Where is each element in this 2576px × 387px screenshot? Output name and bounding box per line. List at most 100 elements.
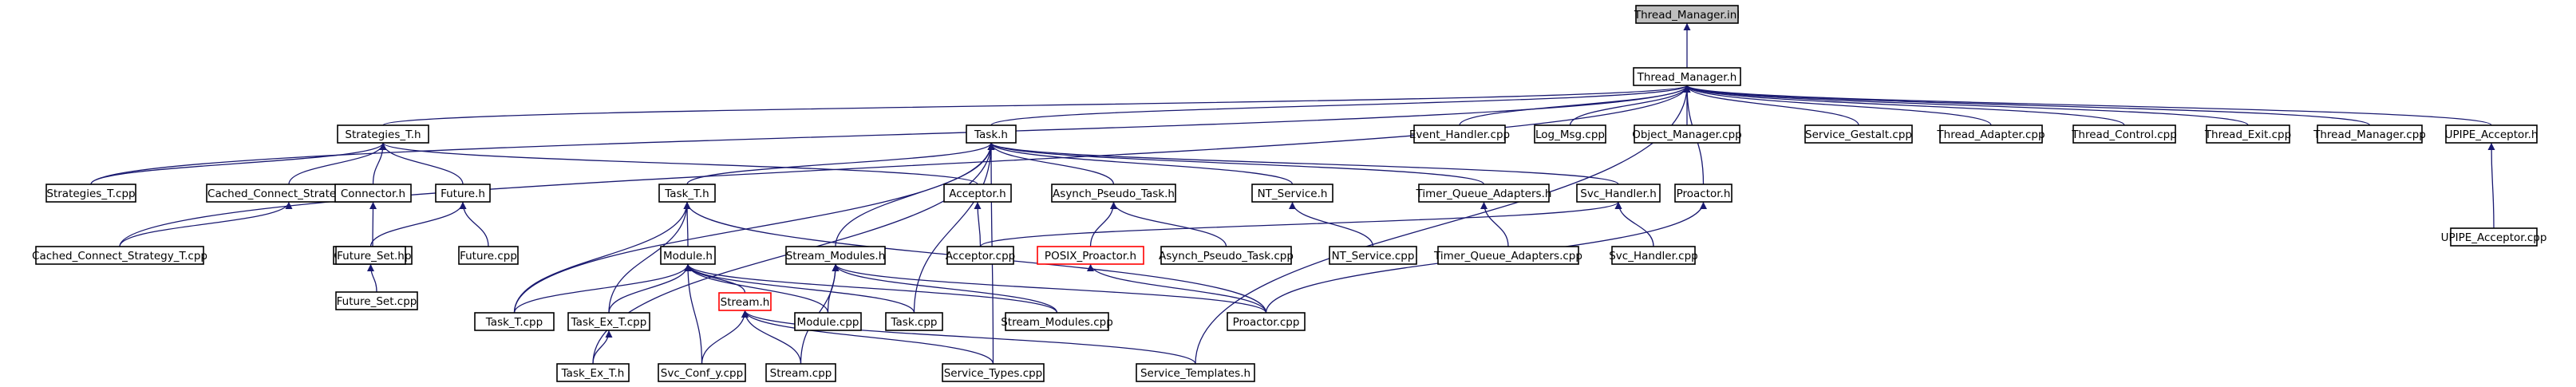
file-node-box	[45, 184, 136, 203]
file-node-box	[718, 292, 772, 311]
file-node-box	[2206, 124, 2290, 144]
include-edge	[684, 263, 915, 314]
file-node[interactable]: Strategies_T.cpp	[45, 184, 136, 203]
include-edge	[379, 142, 464, 185]
file-node-box	[556, 363, 630, 382]
include-edge	[686, 142, 995, 185]
file-node-label: Task_T.cpp	[485, 316, 543, 329]
file-node[interactable]: Service_Templates.h	[1136, 363, 1255, 382]
file-node[interactable]: Log_Msg.cpp	[1534, 124, 1606, 144]
file-node[interactable]: Asynch_Pseudo_Task.cpp	[1159, 246, 1294, 265]
file-node[interactable]: Strategies_T.h	[337, 124, 429, 144]
file-node[interactable]: Thread_Manager.cpp	[2313, 124, 2426, 144]
file-node-box	[1634, 124, 1740, 144]
file-node[interactable]: Acceptor.cpp	[946, 246, 1015, 265]
file-node[interactable]: UPIPE_Acceptor.cpp	[2441, 227, 2547, 247]
file-node[interactable]: Future_Set.h	[335, 246, 406, 265]
file-node-label: Strategies_T.h	[345, 128, 421, 141]
file-node[interactable]: Task_T.cpp	[474, 312, 555, 331]
file-node[interactable]: Cached_Connect_Strategy_T.cpp	[32, 246, 207, 265]
include-edge	[684, 263, 1058, 314]
file-node[interactable]: Future.cpp	[458, 246, 519, 265]
file-node[interactable]: Proactor.cpp	[1227, 312, 1306, 331]
file-node[interactable]: Svc_Handler.cpp	[1609, 246, 1698, 265]
include-edge	[913, 142, 995, 314]
file-node-box	[1051, 184, 1176, 203]
file-node[interactable]: Cached_Connect_Strategy_T.h	[206, 184, 372, 203]
file-node-box	[1939, 124, 2043, 144]
file-node[interactable]: Task.h	[966, 124, 1017, 144]
file-node[interactable]: Object_Manager.cpp	[1632, 124, 1742, 144]
file-node-label: Object_Manager.cpp	[1632, 128, 1742, 141]
file-node-box	[966, 124, 1017, 144]
file-node[interactable]: Event_Handler.cpp	[1409, 124, 1510, 144]
file-node[interactable]: Task_T.h	[658, 184, 716, 203]
file-node[interactable]: Stream_Modules.cpp	[1001, 312, 1113, 331]
file-node-label: Log_Msg.cpp	[1535, 128, 1605, 141]
node-layer: Thread_Manager.inlThread_Manager.hStrate…	[32, 5, 2547, 382]
file-node[interactable]: Thread_Adapter.cpp	[1936, 124, 2045, 144]
include-edge	[1683, 85, 1859, 126]
file-node-label: Asynch_Pseudo_Task.h	[1053, 188, 1175, 200]
include-edge	[608, 201, 691, 314]
include-edge	[119, 201, 293, 247]
file-node[interactable]: Thread_Manager.h	[1633, 67, 1741, 86]
file-node[interactable]: POSIX_Proactor.h	[1037, 246, 1144, 265]
file-node[interactable]: Stream.h	[718, 292, 772, 311]
include-edge	[1683, 85, 2249, 126]
file-node-box	[435, 184, 491, 203]
file-node[interactable]: UPIPE_Acceptor.h	[2445, 124, 2538, 144]
file-node-box	[335, 246, 406, 265]
include-edge	[90, 85, 1691, 185]
include-edge	[987, 142, 1485, 185]
include-edge	[684, 263, 703, 365]
file-node-label: POSIX_Proactor.h	[1045, 250, 1136, 263]
file-node-label: Event_Handler.cpp	[1409, 128, 1510, 141]
file-node[interactable]: Timer_Queue_Adapters.cpp	[1433, 246, 1582, 265]
file-node-box	[1160, 246, 1292, 265]
file-node[interactable]: Acceptor.h	[943, 184, 1012, 203]
include-edge	[1480, 201, 1509, 247]
include-edge	[741, 310, 1196, 365]
file-node[interactable]: Svc_Conf_y.cpp	[658, 363, 746, 382]
file-node-label: Connector.h	[341, 188, 405, 200]
file-node-label: Thread_Manager.cpp	[2313, 128, 2426, 141]
include-edge	[1614, 201, 1654, 247]
file-node[interactable]: Asynch_Pseudo_Task.h	[1051, 184, 1176, 203]
file-node[interactable]: Thread_Control.cpp	[2071, 124, 2177, 144]
file-node[interactable]: Task.cpp	[885, 312, 943, 331]
file-node[interactable]: Stream_Modules.h	[785, 246, 886, 265]
include-edge	[741, 310, 802, 365]
file-node[interactable]: Service_Gestalt.cpp	[1804, 124, 1913, 144]
file-node[interactable]: Stream.cpp	[765, 363, 836, 382]
edge-layer	[90, 23, 2495, 365]
file-node-label: UPIPE_Acceptor.h	[2445, 128, 2538, 141]
file-node[interactable]: Module.cpp	[794, 312, 862, 331]
file-node[interactable]: NT_Service.h	[1251, 184, 1333, 203]
file-node[interactable]: Thread_Manager.inl	[1634, 5, 1740, 24]
file-node[interactable]: Connector.h	[334, 184, 412, 203]
include-edge	[741, 310, 994, 365]
file-node-label: Cached_Connect_Strategy_T.cpp	[32, 250, 207, 263]
file-node[interactable]: Module.h	[660, 246, 716, 265]
file-node[interactable]: Thread_Exit.cpp	[2204, 124, 2291, 144]
file-node[interactable]: Proactor.h	[1674, 184, 1732, 203]
include-edge	[513, 201, 691, 314]
file-node[interactable]: Service_Types.cpp	[942, 363, 1045, 382]
file-node-label: Svc_Handler.h	[1580, 188, 1657, 200]
file-node[interactable]: Svc_Handler.h	[1576, 184, 1661, 203]
file-node[interactable]: Future.h	[435, 184, 491, 203]
file-node-label: Timer_Queue_Adapters.cpp	[1433, 250, 1582, 263]
file-node-label: Thread_Manager.h	[1637, 71, 1737, 84]
file-node[interactable]: Task_Ex_T.cpp	[567, 312, 650, 331]
file-node-box	[1418, 184, 1550, 203]
include-edge	[1683, 85, 2125, 126]
file-node-box	[1674, 184, 1732, 203]
file-node-label: Stream.cpp	[770, 367, 832, 380]
file-node[interactable]: Timer_Queue_Adapters.h	[1416, 184, 1552, 203]
file-node[interactable]: Task_Ex_T.h	[556, 363, 630, 382]
file-node[interactable]: NT_Service.cpp	[1329, 246, 1417, 265]
include-edge	[592, 330, 613, 365]
file-node-label: Stream_Modules.h	[786, 250, 886, 263]
file-node[interactable]: Future_Set.cpp	[335, 291, 418, 310]
